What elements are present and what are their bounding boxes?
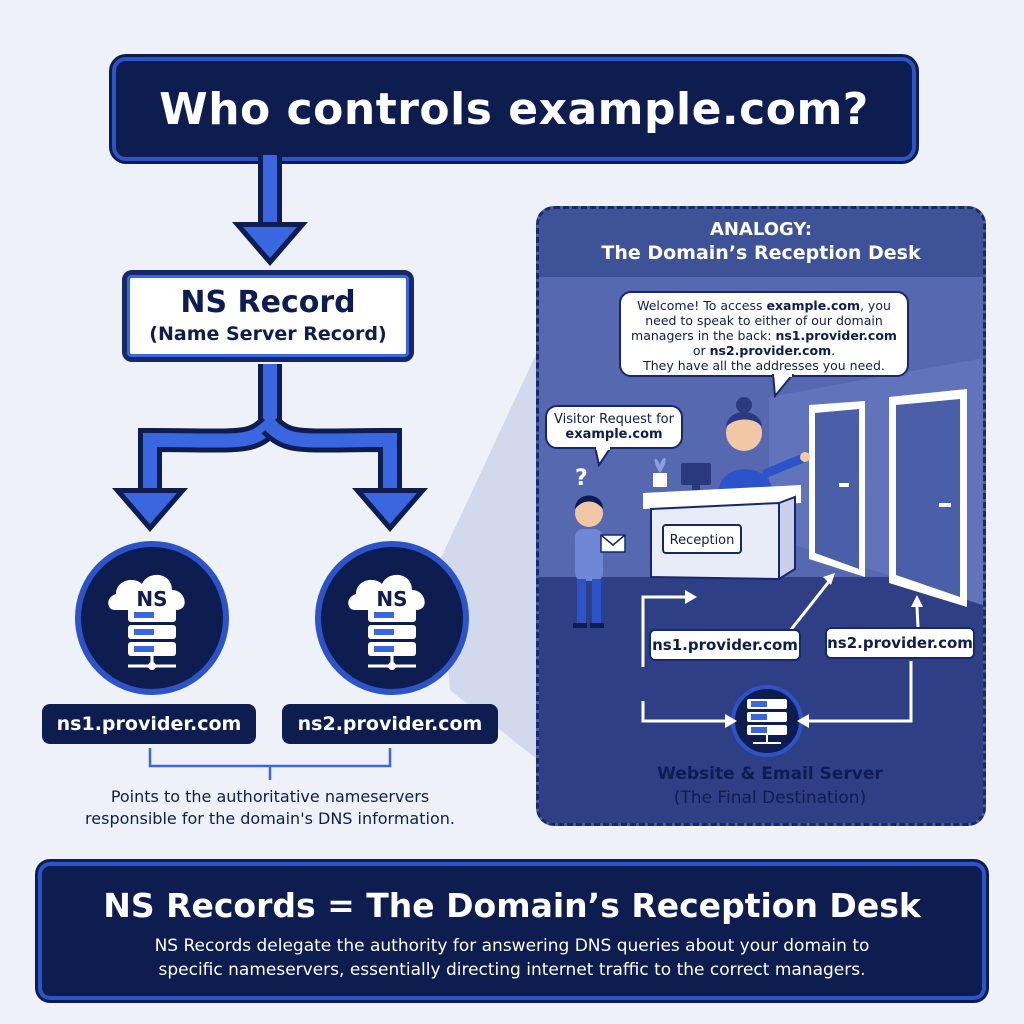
destination-caption: Website & Email Server (The Final Destin…: [600, 762, 940, 810]
speech-line-2: need to speak to either of our domain: [645, 313, 883, 328]
visitor-speech-line-1: Visitor Request for: [554, 412, 674, 427]
speech-line-1: Welcome! To access example.com, you: [637, 298, 891, 313]
desk-sign: [662, 524, 742, 554]
points-caption-line-1: Points to the authoritative nameservers: [110, 787, 430, 806]
analogy-title: The Domain’s Reception Desk: [601, 242, 921, 264]
envelope-icon: [600, 534, 626, 553]
analogy-label: ANALOGY:: [709, 219, 813, 240]
destination-server-icon: [731, 685, 803, 757]
arrow-title-to-record: [232, 155, 308, 266]
visitor-question-mark: ?: [575, 466, 588, 491]
speech-line-4: or ns2.provider.com.: [692, 343, 836, 358]
nameserver-2-host: ns2.provider.com: [282, 704, 498, 744]
summary-body: NS Records delegate the authority for an…: [42, 928, 982, 982]
door-1-label: ns1.provider.com: [649, 629, 801, 661]
nameserver-1-node: NS: [75, 541, 229, 695]
summary-banner: NS Records = The Domain’s Reception Desk…: [38, 862, 986, 1000]
receptionist-speech-bubble: Welcome! To access example.com, you need…: [619, 291, 909, 377]
door-1-handle: [839, 483, 849, 487]
title-banner: Who controls example.com?: [112, 57, 916, 161]
door-2: [889, 389, 967, 607]
cloud-server-icon: [348, 574, 425, 670]
destination-name: Website & Email Server: [657, 764, 883, 784]
floor: [539, 527, 983, 823]
visitor-bubble-tail: [593, 447, 613, 467]
door-2-handle: [939, 503, 951, 507]
points-caption: Points to the authoritative nameservers …: [40, 786, 500, 830]
desk-sign-text: Reception: [670, 533, 735, 548]
visitor: [573, 495, 626, 628]
cloud-server-icon: [108, 574, 185, 670]
reception-scene: Reception ?: [539, 277, 983, 823]
analogy-panel: ANALOGY: The Domain’s Reception Desk: [536, 206, 986, 826]
speech-bubble-tail: [771, 374, 795, 398]
visitor-speech-line-2: example.com: [565, 427, 663, 442]
reception-desk: Reception: [643, 485, 801, 581]
ns-record-subtitle: (Name Server Record): [149, 323, 387, 345]
arrow-record-split: [112, 364, 428, 532]
summary-heading: NS Records = The Domain’s Reception Desk: [103, 886, 921, 925]
summary-line-2: specific nameservers, essentially direct…: [158, 960, 866, 980]
analogy-header: ANALOGY: The Domain’s Reception Desk: [539, 209, 983, 277]
summary-line-1: NS Records delegate the authority for an…: [154, 936, 870, 956]
page-title: Who controls example.com?: [159, 83, 869, 135]
pills-bracket: [148, 748, 392, 780]
ns-record-title: NS Record: [180, 285, 356, 320]
analogy-beam: [440, 350, 538, 760]
points-caption-line-2: responsible for the domain's DNS informa…: [85, 809, 455, 828]
destination-note: (The Final Destination): [673, 788, 867, 808]
nameserver-1-icon-label: NS: [136, 587, 167, 611]
routing-arrowheads: [685, 573, 923, 728]
nameserver-2-node: NS: [315, 541, 469, 695]
speech-line-3: managers in the back: ns1.provider.com: [631, 328, 897, 343]
nameserver-2-icon-label: NS: [376, 587, 407, 611]
monitor-icon: [681, 463, 711, 491]
door-1: [809, 401, 865, 577]
plant-icon: [653, 458, 667, 487]
ns-record-box: NS Record (Name Server Record): [122, 270, 414, 362]
visitor-speech-bubble: Visitor Request for example.com: [545, 405, 683, 449]
receptionist: [719, 397, 810, 491]
nameserver-1-host: ns1.provider.com: [42, 704, 256, 744]
door-2-label: ns2.provider.com: [825, 627, 975, 659]
speech-line-5: They have all the addresses you need.: [643, 358, 885, 373]
